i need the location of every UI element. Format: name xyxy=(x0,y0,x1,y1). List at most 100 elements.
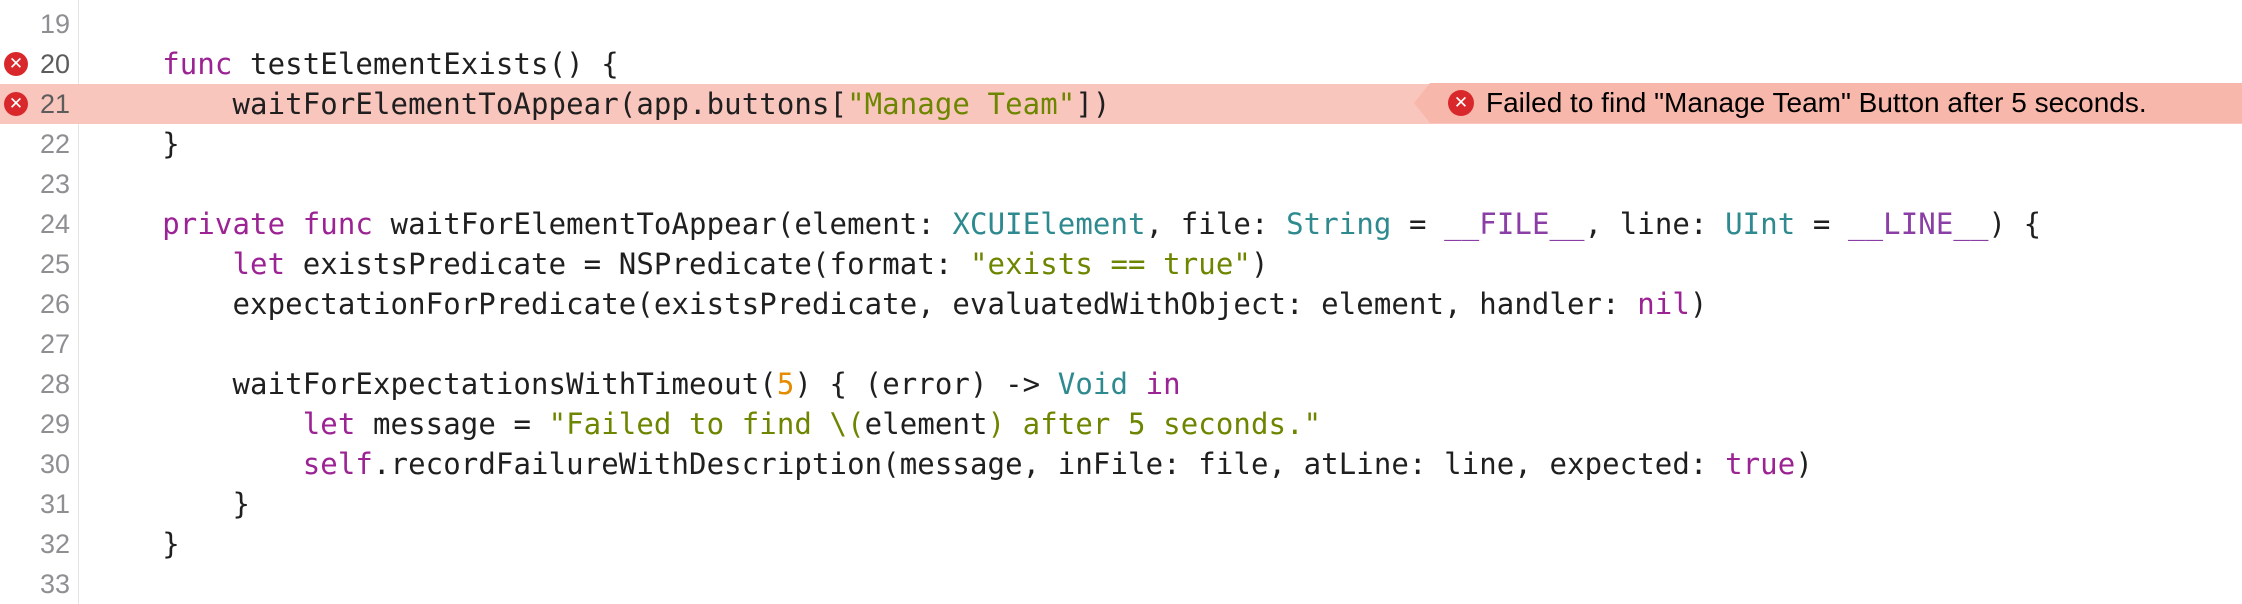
line-number: 25 xyxy=(39,249,70,279)
gutter-cell[interactable]: 28 xyxy=(0,364,78,404)
code-token: __FILE__ xyxy=(1444,207,1585,241)
gutter-cell[interactable]: 24 xyxy=(0,204,78,244)
code-token xyxy=(92,447,303,481)
code-text[interactable]: } xyxy=(92,124,180,164)
code-token: "Manage Team" xyxy=(847,87,1076,121)
code-line[interactable]: 28 waitForExpectationsWithTimeout(5) { (… xyxy=(0,364,2242,404)
code-token: func xyxy=(302,207,373,241)
line-number: 23 xyxy=(39,169,70,199)
code-token: XCUIElement xyxy=(952,207,1146,241)
code-token: self xyxy=(302,447,373,481)
code-token xyxy=(92,247,232,281)
code-text[interactable]: let message = "Failed to find \(element)… xyxy=(92,404,1321,444)
line-number: 28 xyxy=(39,369,70,399)
code-line[interactable]: 23 xyxy=(0,164,2242,204)
code-token: ) { (error) -> xyxy=(794,367,1058,401)
code-line[interactable]: 33 xyxy=(0,564,2242,604)
code-line[interactable]: 27 xyxy=(0,324,2242,364)
line-number: 21 xyxy=(39,89,70,119)
error-icon: ✕ xyxy=(1448,90,1474,116)
code-text[interactable]: waitForElementToAppear(app.buttons["Mana… xyxy=(92,84,1110,124)
code-token: let xyxy=(302,407,356,441)
code-line[interactable]: 30 self.recordFailureWithDescription(mes… xyxy=(0,444,2242,484)
code-token: Void xyxy=(1057,367,1129,401)
code-token: } xyxy=(92,527,180,561)
inline-error-banner[interactable]: ✕ Failed to find "Manage Team" Button af… xyxy=(1414,83,2242,123)
gutter-cell[interactable]: 31 xyxy=(0,484,78,524)
code-line[interactable]: 26 expectationForPredicate(existsPredica… xyxy=(0,284,2242,324)
code-token: nil xyxy=(1637,287,1690,321)
gutter-cell[interactable]: ✕ 21 xyxy=(0,84,78,124)
code-text[interactable]: func testElementExists() { xyxy=(92,44,619,84)
code-token: waitForExpectationsWithTimeout( xyxy=(92,367,777,401)
code-token: ) xyxy=(1250,247,1269,281)
line-number: 27 xyxy=(39,329,70,359)
code-token: = xyxy=(1795,207,1849,241)
code-token: message = xyxy=(355,407,549,441)
code-token: } xyxy=(92,127,180,161)
code-token: private xyxy=(162,207,286,241)
gutter-cell[interactable]: 26 xyxy=(0,284,78,324)
code-token: "exists == true" xyxy=(970,247,1251,281)
code-line[interactable]: 19 xyxy=(0,4,2242,44)
code-text[interactable]: self.recordFailureWithDescription(messag… xyxy=(92,444,1813,484)
code-token: } xyxy=(92,487,251,521)
gutter-cell[interactable]: 32 xyxy=(0,524,78,564)
line-number: 24 xyxy=(39,209,70,239)
code-line[interactable]: ✕ 20 func testElementExists() { xyxy=(0,44,2242,84)
code-token: ) xyxy=(1689,287,1708,321)
gutter-cell[interactable]: 25 xyxy=(0,244,78,284)
code-text[interactable]: expectationForPredicate(existsPredicate,… xyxy=(92,284,1707,324)
gutter-cell[interactable]: 23 xyxy=(0,164,78,204)
code-line[interactable]: 31 } xyxy=(0,484,2242,524)
error-icon[interactable]: ✕ xyxy=(4,92,28,116)
code-token: ) { xyxy=(1988,207,2042,241)
code-token: in xyxy=(1145,367,1181,401)
code-token: testElementExists() { xyxy=(232,47,619,81)
gutter-cell[interactable]: 27 xyxy=(0,324,78,364)
line-number: 29 xyxy=(39,409,70,439)
code-token: "Failed to find \( xyxy=(548,407,865,441)
error-message: Failed to find "Manage Team" Button afte… xyxy=(1486,87,2147,118)
code-token xyxy=(1128,367,1146,401)
code-line[interactable]: 29 let message = "Failed to find \(eleme… xyxy=(0,404,2242,444)
code-token: __LINE__ xyxy=(1848,207,1989,241)
code-token: , line: xyxy=(1584,207,1726,241)
code-token: = xyxy=(1391,207,1445,241)
code-text[interactable]: } xyxy=(92,524,180,564)
code-token: , file: xyxy=(1145,207,1287,241)
gutter-cell[interactable]: 22 xyxy=(0,124,78,164)
line-number: 33 xyxy=(39,569,70,599)
code-text[interactable]: private func waitForElementToAppear(elem… xyxy=(92,204,2041,244)
line-number: 31 xyxy=(39,489,70,519)
code-line[interactable]: 24 private func waitForElementToAppear(e… xyxy=(0,204,2242,244)
code-token: expectationForPredicate(existsPredicate,… xyxy=(92,287,1638,321)
error-banner-background xyxy=(1430,83,2242,123)
gutter-cell[interactable]: 19 xyxy=(0,4,78,44)
code-line[interactable]: 25 let existsPredicate = NSPredicate(for… xyxy=(0,244,2242,284)
code-text[interactable]: waitForExpectationsWithTimeout(5) { (err… xyxy=(92,364,1181,404)
code-token: String xyxy=(1286,207,1392,241)
code-token: waitForElementToAppear(element: xyxy=(372,207,953,241)
line-number: 22 xyxy=(39,129,70,159)
code-token: element xyxy=(864,407,988,441)
code-token: ) xyxy=(1795,447,1813,481)
gutter-cell[interactable]: ✕ 20 xyxy=(0,44,78,84)
code-token: ) after 5 seconds." xyxy=(987,407,1322,441)
code-token xyxy=(285,207,303,241)
code-text[interactable]: let existsPredicate = NSPredicate(format… xyxy=(92,244,1269,284)
gutter-cell[interactable]: 29 xyxy=(0,404,78,444)
gutter-cell[interactable]: 30 xyxy=(0,444,78,484)
code-line[interactable]: 22 } xyxy=(0,124,2242,164)
line-number: 20 xyxy=(39,49,70,79)
code-line[interactable]: 32 } xyxy=(0,524,2242,564)
error-icon[interactable]: ✕ xyxy=(4,52,28,76)
code-token: true xyxy=(1725,447,1796,481)
code-token: ]) xyxy=(1075,87,1111,121)
gutter-cell[interactable]: 33 xyxy=(0,564,78,604)
code-text[interactable]: } xyxy=(92,484,250,524)
line-number: 32 xyxy=(39,529,70,559)
code-token: existsPredicate = NSPredicate(format: xyxy=(285,247,970,281)
code-token: let xyxy=(232,247,286,281)
